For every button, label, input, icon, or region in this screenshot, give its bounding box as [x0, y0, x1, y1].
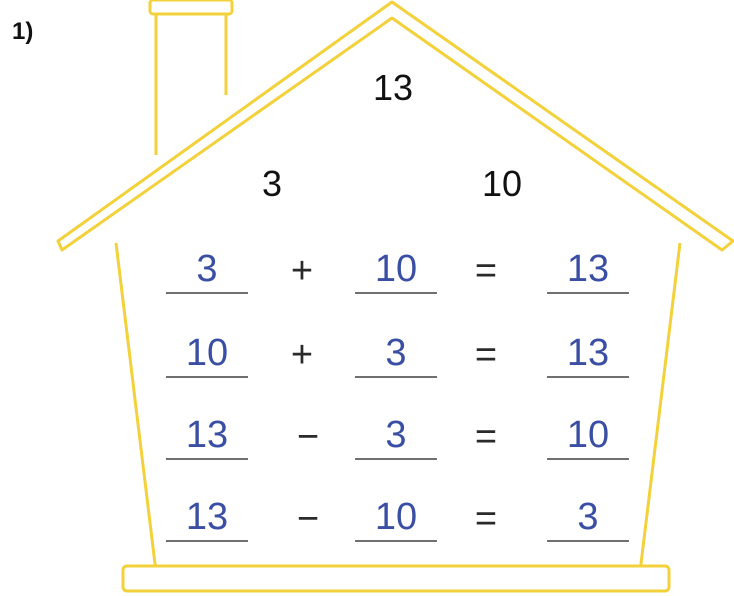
- equation-3-equals: =: [474, 416, 498, 458]
- equation-1-second-blank: 10: [355, 248, 437, 294]
- equation-4-second-blank: 10: [355, 496, 437, 542]
- answer-value: 13: [566, 248, 610, 290]
- equation-4-operator: −: [296, 498, 320, 540]
- answer-value: 10: [566, 414, 610, 456]
- blank-line: [355, 292, 437, 294]
- equation-4-result-blank: 3: [547, 496, 629, 542]
- equation-4-first-blank: 13: [166, 496, 248, 542]
- equation-2-equals: =: [474, 334, 498, 376]
- answer-value: 13: [566, 332, 610, 374]
- equation-2-first-blank: 10: [166, 332, 248, 378]
- blank-line: [166, 292, 248, 294]
- answer-value: 3: [196, 248, 218, 290]
- equation-4-equals: =: [474, 498, 498, 540]
- answer-value: 3: [385, 414, 407, 456]
- equation-1-first-blank: 3: [166, 248, 248, 294]
- whole-number: 13: [372, 67, 414, 108]
- blank-line: [547, 540, 629, 542]
- equation-3-result-blank: 10: [547, 414, 629, 460]
- blank-line: [355, 540, 437, 542]
- answer-value: 10: [374, 248, 418, 290]
- blank-line: [166, 458, 248, 460]
- equation-1-result-blank: 13: [547, 248, 629, 294]
- equation-3-first-blank: 13: [166, 414, 248, 460]
- part-right: 10: [481, 163, 523, 204]
- part-left: 3: [261, 163, 283, 204]
- blank-line: [355, 376, 437, 378]
- equation-3-operator: −: [296, 416, 320, 458]
- blank-line: [547, 458, 629, 460]
- answer-value: 10: [374, 496, 418, 538]
- answer-value: 13: [185, 496, 229, 538]
- blank-line: [547, 376, 629, 378]
- blank-line: [355, 458, 437, 460]
- blank-line: [166, 376, 248, 378]
- answer-value: 13: [185, 414, 229, 456]
- equation-2-second-blank: 3: [355, 332, 437, 378]
- answer-value: 3: [577, 496, 599, 538]
- problem-number: 1): [12, 18, 34, 45]
- answer-value: 10: [185, 332, 229, 374]
- answer-value: 3: [385, 332, 407, 374]
- equation-1-equals: =: [474, 250, 498, 292]
- equation-2-result-blank: 13: [547, 332, 629, 378]
- equation-1-operator: +: [290, 250, 314, 292]
- blank-line: [166, 540, 248, 542]
- equation-2-operator: +: [290, 334, 314, 376]
- blank-line: [547, 292, 629, 294]
- equation-3-second-blank: 3: [355, 414, 437, 460]
